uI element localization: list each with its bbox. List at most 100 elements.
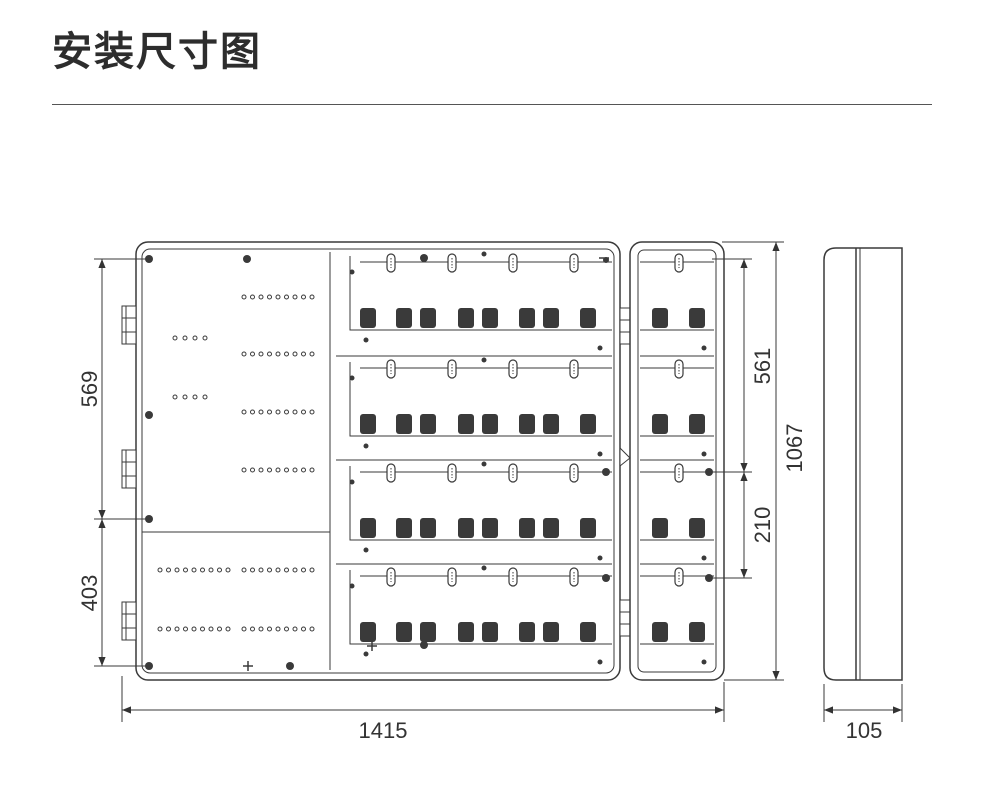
page-title: 安装尺寸图 — [52, 29, 262, 75]
terminal-dot — [284, 567, 289, 573]
terminal-block — [519, 518, 535, 538]
dim-height-total: 1067 — [782, 424, 807, 473]
terminal-block — [420, 518, 436, 538]
terminal-dot — [309, 294, 315, 300]
terminal-dot — [258, 467, 264, 473]
terminal-dot — [200, 626, 205, 632]
terminal-dot — [166, 626, 171, 632]
terminal-block — [482, 308, 498, 328]
terminal-dot — [241, 467, 247, 473]
terminal-dot — [192, 335, 198, 341]
dim-height-upper: 569 — [77, 371, 102, 408]
meter-clip — [569, 567, 579, 587]
terminal-block — [519, 622, 535, 642]
terminal-dot — [225, 626, 231, 632]
terminal-dot — [258, 626, 264, 632]
meter-clip — [674, 253, 684, 273]
terminal-block — [580, 308, 596, 328]
meter-clip — [569, 359, 579, 379]
terminal-dot — [275, 351, 281, 357]
terminal-dot — [309, 467, 315, 473]
dim-side-upper: 561 — [750, 348, 775, 385]
terminal-block — [396, 622, 412, 642]
terminal-dot — [241, 567, 247, 573]
terminal-dot — [191, 567, 197, 573]
terminal-dot — [200, 567, 205, 573]
terminal-dot — [241, 626, 247, 632]
terminal-dot — [292, 567, 298, 573]
terminal-dot — [192, 394, 198, 400]
meter-row — [336, 459, 612, 561]
dim-height-lower: 403 — [77, 575, 102, 612]
terminal-block — [360, 414, 376, 434]
meter-clip — [569, 463, 579, 483]
terminal-block — [519, 414, 535, 434]
terminal-dot — [191, 626, 197, 632]
terminal-block — [580, 518, 596, 538]
meter-clip — [674, 359, 684, 379]
terminal-dot — [157, 567, 163, 573]
terminal-block — [360, 622, 376, 642]
terminal-dot — [183, 567, 188, 573]
terminal-block — [482, 622, 498, 642]
terminal-dot — [267, 467, 272, 473]
meter-clip — [569, 253, 579, 273]
terminal-dot — [182, 394, 188, 400]
terminal-dot — [267, 294, 272, 300]
terminal-dot — [267, 626, 272, 632]
terminal-block — [482, 414, 498, 434]
terminal-dot — [182, 335, 188, 341]
terminal-block — [543, 622, 559, 642]
terminal-block — [360, 518, 376, 538]
terminal-block — [580, 414, 596, 434]
terminal-dot — [309, 567, 315, 573]
side-meter-row — [640, 253, 714, 351]
dim-side-middle: 210 — [750, 507, 775, 544]
terminal-dot — [258, 409, 264, 415]
terminal-dot — [217, 567, 222, 573]
meter-clip — [508, 359, 518, 379]
meter-clip — [447, 253, 457, 273]
main-cabinet — [135, 241, 621, 681]
terminal-dot — [217, 626, 222, 632]
terminal-dot — [267, 351, 272, 357]
terminal-dot — [309, 626, 315, 632]
terminal-dot — [292, 467, 298, 473]
terminal-dot — [166, 567, 171, 573]
terminal-dot — [174, 567, 180, 573]
side-meter-rows — [640, 253, 714, 665]
main-cabinet-inner — [141, 248, 615, 674]
terminal-dot — [241, 409, 247, 415]
terminal-block — [519, 308, 535, 328]
terminal-dot — [309, 351, 315, 357]
terminal-dot — [250, 467, 255, 473]
terminal-dot — [267, 409, 272, 415]
terminal-block — [652, 308, 668, 328]
terminal-dot — [208, 567, 214, 573]
terminal-dot — [267, 567, 272, 573]
side-meter-row — [640, 355, 714, 457]
terminal-dot — [250, 294, 255, 300]
terminal-block — [420, 622, 436, 642]
meter-clip — [508, 567, 518, 587]
meter-clip — [447, 359, 457, 379]
dim-width-total: 1415 — [359, 718, 408, 743]
terminal-dot — [284, 351, 289, 357]
cross-marks — [243, 257, 609, 671]
terminal-block — [652, 518, 668, 538]
terminal-dot — [275, 409, 281, 415]
terminal-block — [360, 308, 376, 328]
meter-rows — [336, 251, 612, 665]
meter-clip — [386, 359, 396, 379]
terminal-dot — [250, 567, 255, 573]
terminal-dot — [284, 467, 289, 473]
terminal-block — [543, 518, 559, 538]
meter-clip — [508, 253, 518, 273]
meter-row — [349, 251, 612, 351]
meter-clip — [386, 463, 396, 483]
terminal-dot — [301, 467, 306, 473]
terminal-block — [420, 414, 436, 434]
terminal-dot — [157, 626, 163, 632]
terminal-dot — [174, 626, 180, 632]
